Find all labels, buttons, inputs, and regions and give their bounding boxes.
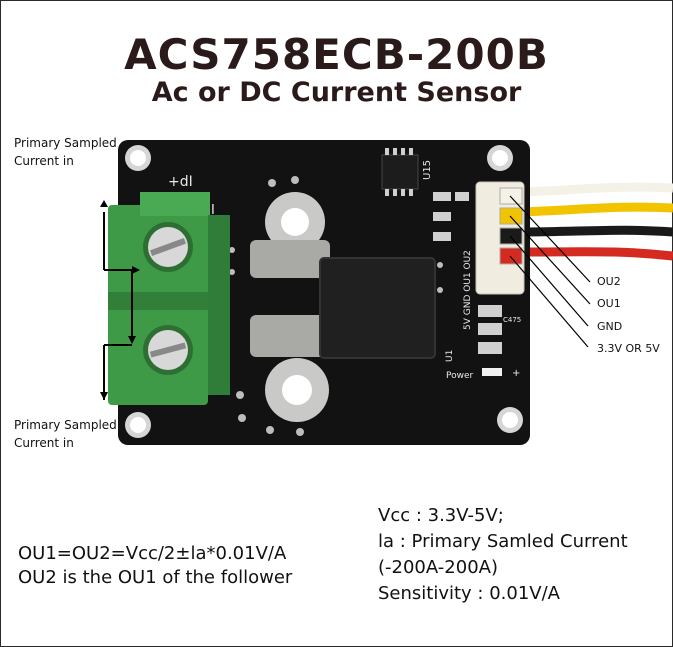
silk-plus: + bbox=[512, 368, 520, 379]
wire-label-ou1: OU1 bbox=[597, 297, 621, 310]
callout-top-line-2: Current in bbox=[14, 154, 74, 168]
silk-u1: U1 bbox=[445, 350, 455, 362]
formula-line-1: OU1=OU2=Vcc/2±la*0.01V/A bbox=[18, 543, 287, 564]
wire-label-gnd: GND bbox=[597, 320, 622, 333]
silk-cap: C475 bbox=[503, 316, 521, 324]
silk-pins: 5V GND OU1 OU2 bbox=[463, 250, 473, 330]
product-title: ACS758ECB-200B bbox=[124, 30, 549, 79]
callout-current-in-bottom: Primary Sampled Current in bbox=[14, 416, 117, 452]
formula-line-2: OU2 is the OU1 of the follower bbox=[18, 567, 293, 588]
silk-plus-di: +dI bbox=[168, 174, 193, 190]
sensor-tab-upper bbox=[250, 240, 330, 278]
wire-label-ou2: OU2 bbox=[597, 275, 621, 288]
callout-current-in-top: Primary Sampled Current in bbox=[14, 134, 117, 170]
callout-bottom-line-1: Primary Sampled bbox=[14, 418, 117, 432]
power-led bbox=[482, 368, 502, 376]
silk-power: Power bbox=[446, 371, 474, 381]
sensor-tab-lower bbox=[250, 315, 330, 357]
output-formula: OU1=OU2=Vcc/2±la*0.01V/A OU2 is the OU1 … bbox=[18, 542, 292, 590]
callout-top-line-1: Primary Sampled bbox=[14, 136, 117, 150]
spec-sensitivity: Sensitivity : 0.01V/A bbox=[378, 583, 560, 604]
spec-current: la : Primary Samled Current bbox=[378, 531, 628, 552]
spec-range: (-200A-200A) bbox=[378, 557, 498, 578]
current-path-arrows bbox=[103, 212, 133, 400]
screw-terminal bbox=[108, 192, 230, 405]
callout-bottom-line-2: Current in bbox=[14, 436, 74, 450]
amplifier-chip bbox=[381, 154, 419, 190]
wire-label-vcc: 3.3V OR 5V bbox=[597, 342, 660, 355]
acs758-sensor-chip bbox=[319, 257, 436, 359]
wire-leader-lines bbox=[509, 195, 591, 348]
spec-vcc: Vcc : 3.3V-5V; bbox=[378, 505, 504, 526]
smd-components bbox=[433, 192, 502, 354]
spec-list: Vcc : 3.3V-5V; la : Primary Samled Curre… bbox=[378, 503, 628, 607]
wire-bundle bbox=[519, 182, 673, 261]
silk-u15: U15 bbox=[422, 160, 433, 180]
product-subtitle: Ac or DC Current Sensor bbox=[151, 77, 522, 108]
